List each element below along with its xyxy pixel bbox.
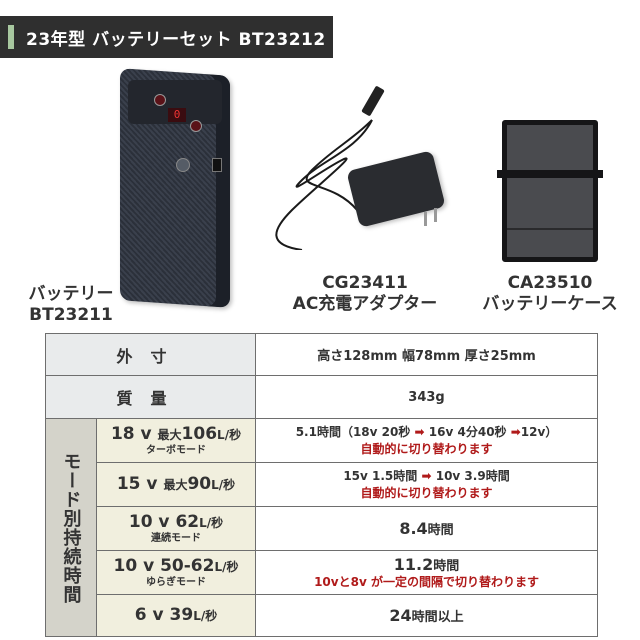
adapter-cable-icon [275, 119, 373, 250]
adapter-caption: CG23411 AC充電アダプター [282, 273, 448, 315]
duration-part: 15v 1.5時間 [343, 469, 418, 483]
mode-voltage: 10 v [113, 556, 155, 576]
table-row-mode: 10 v 62L/秒 連続モード 8.4時間 [46, 506, 599, 551]
mode-name: ターボモード [146, 445, 206, 456]
airflow-unit: L/秒 [193, 609, 218, 623]
duration-cell: 24時間以上 [255, 594, 599, 637]
battery-dc-port-icon [212, 158, 222, 172]
mode-cell: 10 v 50-62L/秒 ゆらぎモード [95, 550, 257, 595]
duration-text: 15v 1.5時間 ➡ 10v 3.9時間 [256, 468, 597, 485]
mode-cell: 6 v 39L/秒 [95, 594, 257, 637]
mode-cell: 18 v 最大106L/秒 ターボモード [95, 418, 257, 463]
title-accent-bar [8, 25, 14, 49]
battery-caption: バッテリー BT23211 [18, 284, 124, 326]
airflow-prefix: 最大 [163, 478, 188, 492]
duration-unit: 時間 [427, 523, 454, 538]
case-code: CA23510 [507, 273, 593, 293]
duration-part: 12v） [520, 425, 558, 439]
airflow-unit: L/秒 [211, 478, 236, 492]
airflow-unit: L/秒 [217, 428, 242, 442]
mode-airflow: 62 [175, 512, 200, 532]
mode-name: ゆらぎモード [146, 577, 206, 588]
duration-cell: 11.2時間 10vと8v が一定の間隔で切り替わります [255, 550, 599, 595]
battery-led-display: 0 [168, 108, 186, 122]
table-row-weight: 質量 343g [44, 375, 599, 419]
case-body [502, 120, 598, 262]
case-name: バッテリーケース [482, 294, 618, 314]
arrow-right-icon: ➡ [510, 425, 521, 439]
mode-duration-label: モード別持続時間 [45, 418, 97, 637]
mode-spec: 15 v 最大90L/秒 [97, 474, 255, 495]
duration-unit: 時間 [433, 559, 460, 574]
duration-part: 5.1時間（18v 20秒 [295, 425, 411, 439]
airflow-unit: L/秒 [199, 516, 224, 530]
adapter-prong-icon [434, 208, 437, 222]
duration-note: 自動的に切り替わります [360, 442, 493, 456]
mode-cell: 15 v 最大90L/秒 [95, 462, 257, 507]
title-bar: 23年型 バッテリーセット BT23212 [0, 16, 333, 58]
table-row-mode: 15 v 最大90L/秒 15v 1.5時間 ➡ 10v 3.9時間 自動的に切… [46, 462, 599, 507]
duration-part: 10v 3.9時間 [435, 469, 510, 483]
duration-note: 10vと8v が一定の間隔で切り替わります [314, 575, 539, 589]
mode-spec: 10 v 50-62L/秒 [97, 556, 255, 577]
battery-mode-button-icon [190, 120, 202, 132]
mode-voltage: 18 v [110, 424, 152, 444]
arrow-right-icon: ➡ [414, 425, 425, 439]
mode-voltage: 6 v [134, 605, 164, 625]
mode-spec: 6 v 39L/秒 [97, 605, 255, 626]
duration-part: 16v 4分40秒 [428, 425, 507, 439]
duration-note: 自動的に切り替わります [360, 486, 493, 500]
table-row-dimensions: 外寸 高さ128mm 幅78mm 厚さ25mm [44, 333, 599, 376]
mode-airflow: 39 [169, 605, 194, 625]
case-seam [507, 228, 593, 230]
mode-spec: 10 v 62L/秒 [97, 512, 255, 533]
battery-power-button-icon [154, 94, 166, 106]
case-caption: CA23510 バッテリーケース [472, 273, 628, 315]
duration-number: 24 [389, 606, 412, 625]
airflow-unit: L/秒 [214, 560, 239, 574]
mode-airflow: 106 [181, 424, 218, 444]
duration-cell: 8.4時間 [255, 506, 599, 551]
battery-code: BT23211 [29, 305, 113, 325]
adapter-name: AC充電アダプター [292, 294, 438, 314]
table-row-mode: 6 v 39L/秒 24時間以上 [46, 594, 599, 637]
airflow-prefix: 最大 [157, 428, 182, 442]
arrow-right-icon: ➡ [421, 469, 432, 483]
spec-table: 外寸 高さ128mm 幅78mm 厚さ25mm 質量 343g モード別持続時間… [44, 333, 599, 637]
duration-unit: 時間以上 [411, 610, 464, 625]
duration-text: 5.1時間（18v 20秒 ➡ 16v 4分40秒 ➡12v） [256, 424, 597, 441]
duration-text: 11.2時間 [256, 555, 597, 574]
mode-voltage: 15 v [116, 474, 158, 494]
page-title: 23年型 バッテリーセット BT23212 [26, 29, 326, 50]
duration-cell: 15v 1.5時間 ➡ 10v 3.9時間 自動的に切り替わります [255, 462, 599, 507]
battery-name: バッテリー [28, 284, 114, 304]
duration-number: 8.4 [399, 519, 428, 538]
mode-airflow: 50-62 [160, 556, 215, 576]
mode-spec: 18 v 最大106L/秒 [97, 424, 255, 445]
duration-number: 11.2 [393, 555, 434, 574]
battery-logo-badge-icon [176, 158, 190, 172]
mode-voltage: 10 v [128, 512, 170, 532]
table-row-mode: モード別持続時間 18 v 最大106L/秒 ターボモード 5.1時間（18v … [45, 418, 599, 637]
mode-name: 連続モード [151, 533, 201, 544]
adapter-code: CG23411 [322, 273, 408, 293]
dimensions-value: 高さ128mm 幅78mm 厚さ25mm [255, 333, 599, 376]
dimensions-label: 外寸 [44, 333, 257, 376]
mode-cell: 10 v 62L/秒 連続モード [95, 506, 257, 551]
mode-airflow: 90 [187, 474, 212, 494]
table-row-mode: 10 v 50-62L/秒 ゆらぎモード 11.2時間 10vと8v が一定の間… [46, 550, 599, 595]
weight-value: 343g [255, 375, 599, 419]
duration-cell: 5.1時間（18v 20秒 ➡ 16v 4分40秒 ➡12v） 自動的に切り替わ… [255, 418, 599, 463]
adapter-prong-icon [424, 212, 427, 226]
case-flap [497, 170, 603, 178]
weight-label: 質量 [44, 375, 257, 419]
